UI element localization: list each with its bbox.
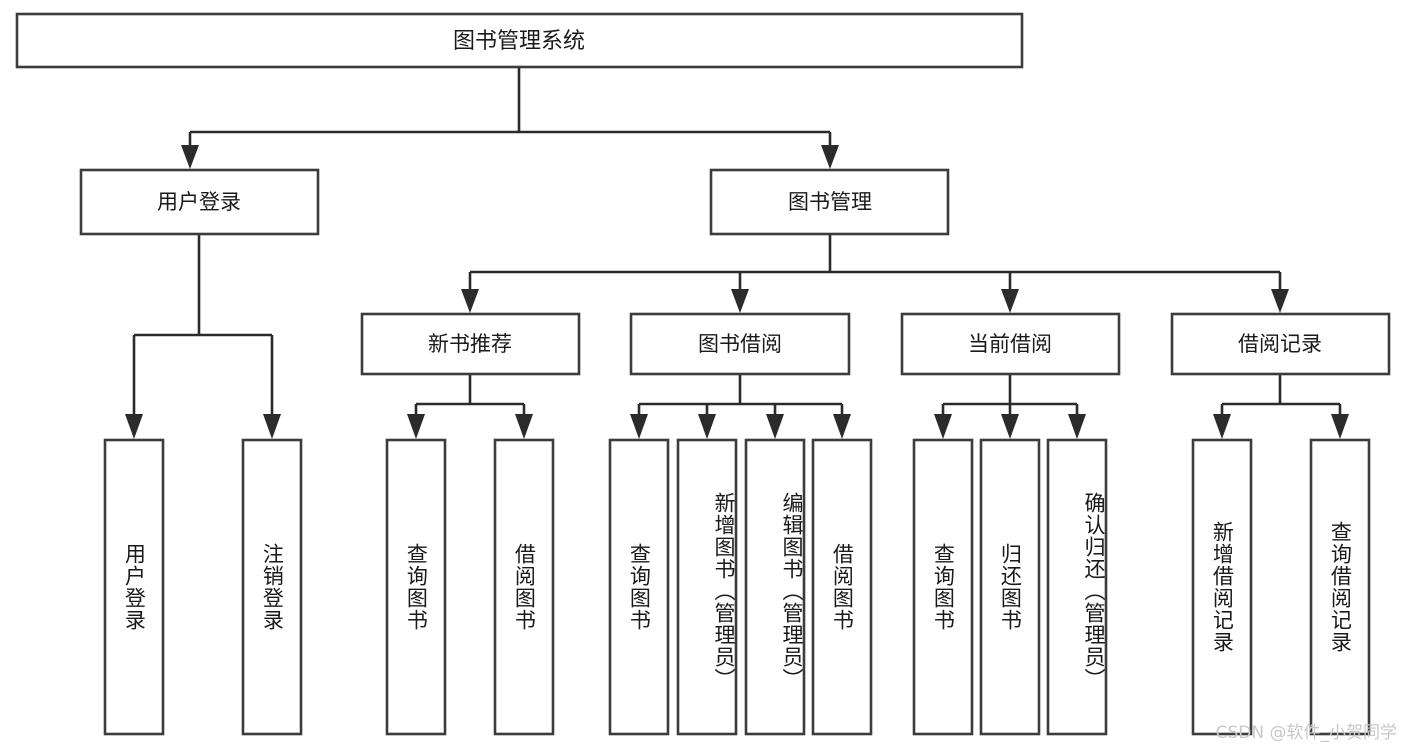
arrow-head-new-book-recommendation [461,289,479,313]
watermark-text: CSDN @软件_小贺同学 [1215,723,1397,743]
leaf-box-edit-book-admin[interactable] [744,438,806,736]
node-book-borrowing[interactable]: 图书借阅 [629,312,851,376]
leaf-box-borrow-books[interactable] [811,438,873,736]
leaf-box-query-borrow-record[interactable] [1309,438,1371,736]
connector-group-book-management [461,235,1289,313]
node-box-root[interactable] [15,12,1024,69]
arrow-head-leaf-query-borrow-record [1331,414,1349,439]
leaf-box-logout[interactable] [241,438,303,736]
arrow-head-leaf-query-books-new [407,414,425,439]
node-label-borrow-records: 借阅记录 [1238,332,1322,356]
node-new-book-recommendation[interactable]: 新书推荐 [360,312,581,376]
arrow-head-to-book-management [821,145,839,169]
leaf-box-return-books[interactable] [979,438,1041,736]
leaf-box-query-books-new[interactable] [385,438,447,736]
connector-group-user-login [125,235,281,439]
node-label-book-borrowing: 图书借阅 [698,332,782,356]
arrow-head-leaf-borrow-books-new [515,414,533,439]
arrow-head-current-borrowing [1001,289,1019,313]
node-box-borrow-records[interactable] [1170,312,1391,376]
arrow-head-book-borrowing [731,289,749,313]
node-box-new-book-recommendation[interactable] [360,312,581,376]
arrow-head-leaf-add-borrow-record [1213,414,1231,439]
connector-group-new-book-recommendation [407,375,533,439]
node-label-new-book-recommendation: 新书推荐 [428,332,512,356]
node-label-book-management: 图书管理 [788,190,872,214]
arrow-head-leaf-user-login [125,414,143,439]
leaf-box-add-borrow-record[interactable] [1191,438,1253,736]
arrow-head-leaf-confirm-return-admin [1068,414,1086,439]
leaf-box-user-login[interactable] [103,438,165,736]
node-book-management[interactable]: 图书管理 [709,168,950,236]
arrow-head-leaf-edit-book-admin [766,414,784,439]
leaf-box-add-book-admin[interactable] [676,438,738,736]
node-box-book-borrowing[interactable] [629,312,851,376]
leaf-box-query-books-borrow[interactable] [608,438,670,736]
arrow-head-leaf-query-books-borrow [630,414,648,439]
node-current-borrowing[interactable]: 当前借阅 [900,312,1121,376]
leaf-box-borrow-books-new[interactable] [493,438,555,736]
arrow-head-borrow-records [1271,289,1289,313]
node-box-user-login[interactable] [79,168,320,236]
node-book-management-system[interactable]: 图书管理系统 [15,12,1024,69]
arrow-head-leaf-logout [263,414,281,439]
arrow-head-leaf-borrow-books [833,414,851,439]
node-borrow-records[interactable]: 借阅记录 [1170,312,1391,376]
node-box-book-management[interactable] [709,168,950,236]
arrow-head-to-user-login [181,145,199,169]
node-user-login[interactable]: 用户登录 [79,168,320,236]
leaf-box-confirm-return-admin[interactable] [1046,438,1108,736]
arrow-head-leaf-return-books [1001,414,1019,439]
connector-group-current-borrowing [934,375,1086,439]
connector-group-borrow-records [1213,375,1349,439]
connector-group-root [181,67,839,169]
node-box-current-borrowing[interactable] [900,312,1121,376]
arrow-head-leaf-add-book-admin [698,414,716,439]
arrow-head-leaf-query-books-current [934,414,952,439]
node-label-current-borrowing: 当前借阅 [968,332,1052,356]
connector-group-book-borrowing [630,375,851,439]
node-label-root: 图书管理系统 [453,29,585,54]
leaf-box-query-books-current[interactable] [912,438,974,736]
node-label-user-login: 用户登录 [157,190,241,214]
